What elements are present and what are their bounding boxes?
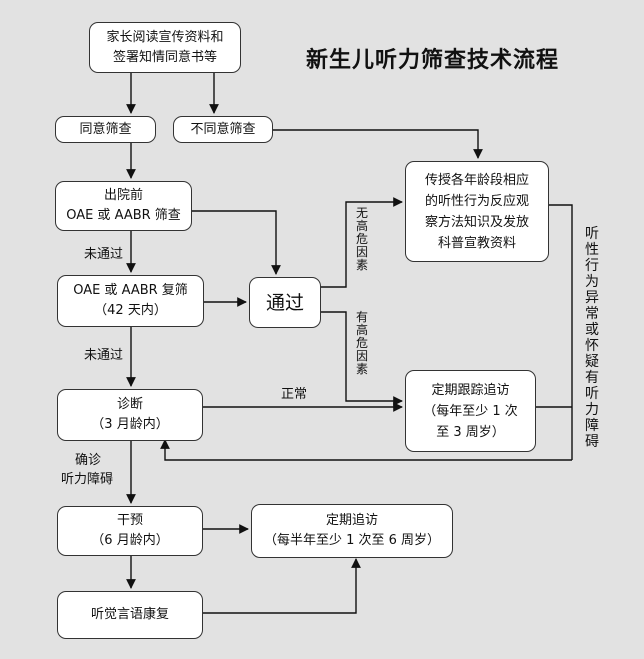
arrow-disagree-to-teach [272,129,483,159]
rehab-box: 听觉言语康复 [57,591,203,639]
rescreen-box: OAE 或 AABR 复筛 （42 天内） [57,275,204,327]
arrow-pass-to-followup [321,311,403,406]
teach-line4: 科普宣教资料 [437,235,516,251]
periodic-followup-box: 定期追访 （每半年至少 1 次至 6 周岁） [251,504,453,558]
parent-read-line2: 签署知情同意书等 [112,49,217,65]
intervention-line1: 干预 [116,513,143,528]
teach-line2: 的听性行为反应观 [424,193,529,209]
rescreen-line1: OAE 或 AABR 复筛 [73,283,188,298]
not-pass-label-1: 未通过 [84,247,124,262]
followup-regular-line3: 至 3 周岁） [436,424,505,440]
arrow-teach-loop [548,204,573,460]
intervention-box: 干预 （6 月龄内） [57,506,203,556]
rehab-label: 听觉言语康复 [90,607,169,622]
arrow-pre-to-pass [191,210,281,275]
not-pass-label-2: 未通过 [84,348,124,363]
followup-regular-line2: （每年至少 1 次 [423,403,518,419]
pre-discharge-line2: OAE 或 AABR 筛查 [66,208,181,223]
pass-label: 通过 [265,291,304,314]
no-risk-label: 无高危因素 [355,206,368,272]
page-title: 新生儿听力筛查技术流程 [306,48,560,73]
teach-box: 传授各年龄段相应 的听性行为反应观 察方法知识及发放 科普宣教资料 [405,161,549,262]
followup-regular-box: 定期跟踪追访 （每年至少 1 次 至 3 周岁） [405,370,536,452]
followup-regular-line1: 定期跟踪追访 [431,382,510,398]
periodic-followup-line1: 定期追访 [325,513,378,528]
pre-discharge-box: 出院前 OAE 或 AABR 筛查 [55,181,192,231]
periodic-followup-line2: （每半年至少 1 次至 6 周岁） [263,533,441,548]
pass-box: 通过 [249,277,321,328]
intervention-line2: （6 月龄内） [91,533,169,548]
has-risk-label: 有高危因素 [355,310,368,376]
disagree-label: 不同意筛查 [190,121,256,137]
arrow-back-to-diagnosis [160,439,572,461]
pre-discharge-line1: 出院前 [103,188,143,203]
parent-read-line1: 家长阅读宣传资料和 [106,29,224,45]
normal-label: 正常 [281,387,308,402]
confirmed-label-line1: 确诊 [75,453,102,468]
confirmed-label-line2: 听力障碍 [61,472,114,487]
disagree-box: 不同意筛查 [173,116,273,143]
suspect-label: 听性行为异常或怀疑有听力障碍 [585,226,599,450]
arrow-rehab-to-followup [202,558,361,614]
agree-label: 同意筛查 [79,121,132,137]
diagnosis-line2: （3 月龄内） [91,417,169,432]
arrow-pass-to-teach [321,197,403,288]
diagnosis-box: 诊断 （3 月龄内） [57,389,203,441]
teach-line1: 传授各年龄段相应 [424,172,529,188]
diagnosis-line1: 诊断 [116,397,143,412]
agree-box: 同意筛查 [55,116,156,143]
rescreen-line2: （42 天内） [94,303,167,318]
teach-line3: 察方法知识及发放 [424,214,529,230]
parent-read-box: 家长阅读宣传资料和 签署知情同意书等 [89,22,241,73]
